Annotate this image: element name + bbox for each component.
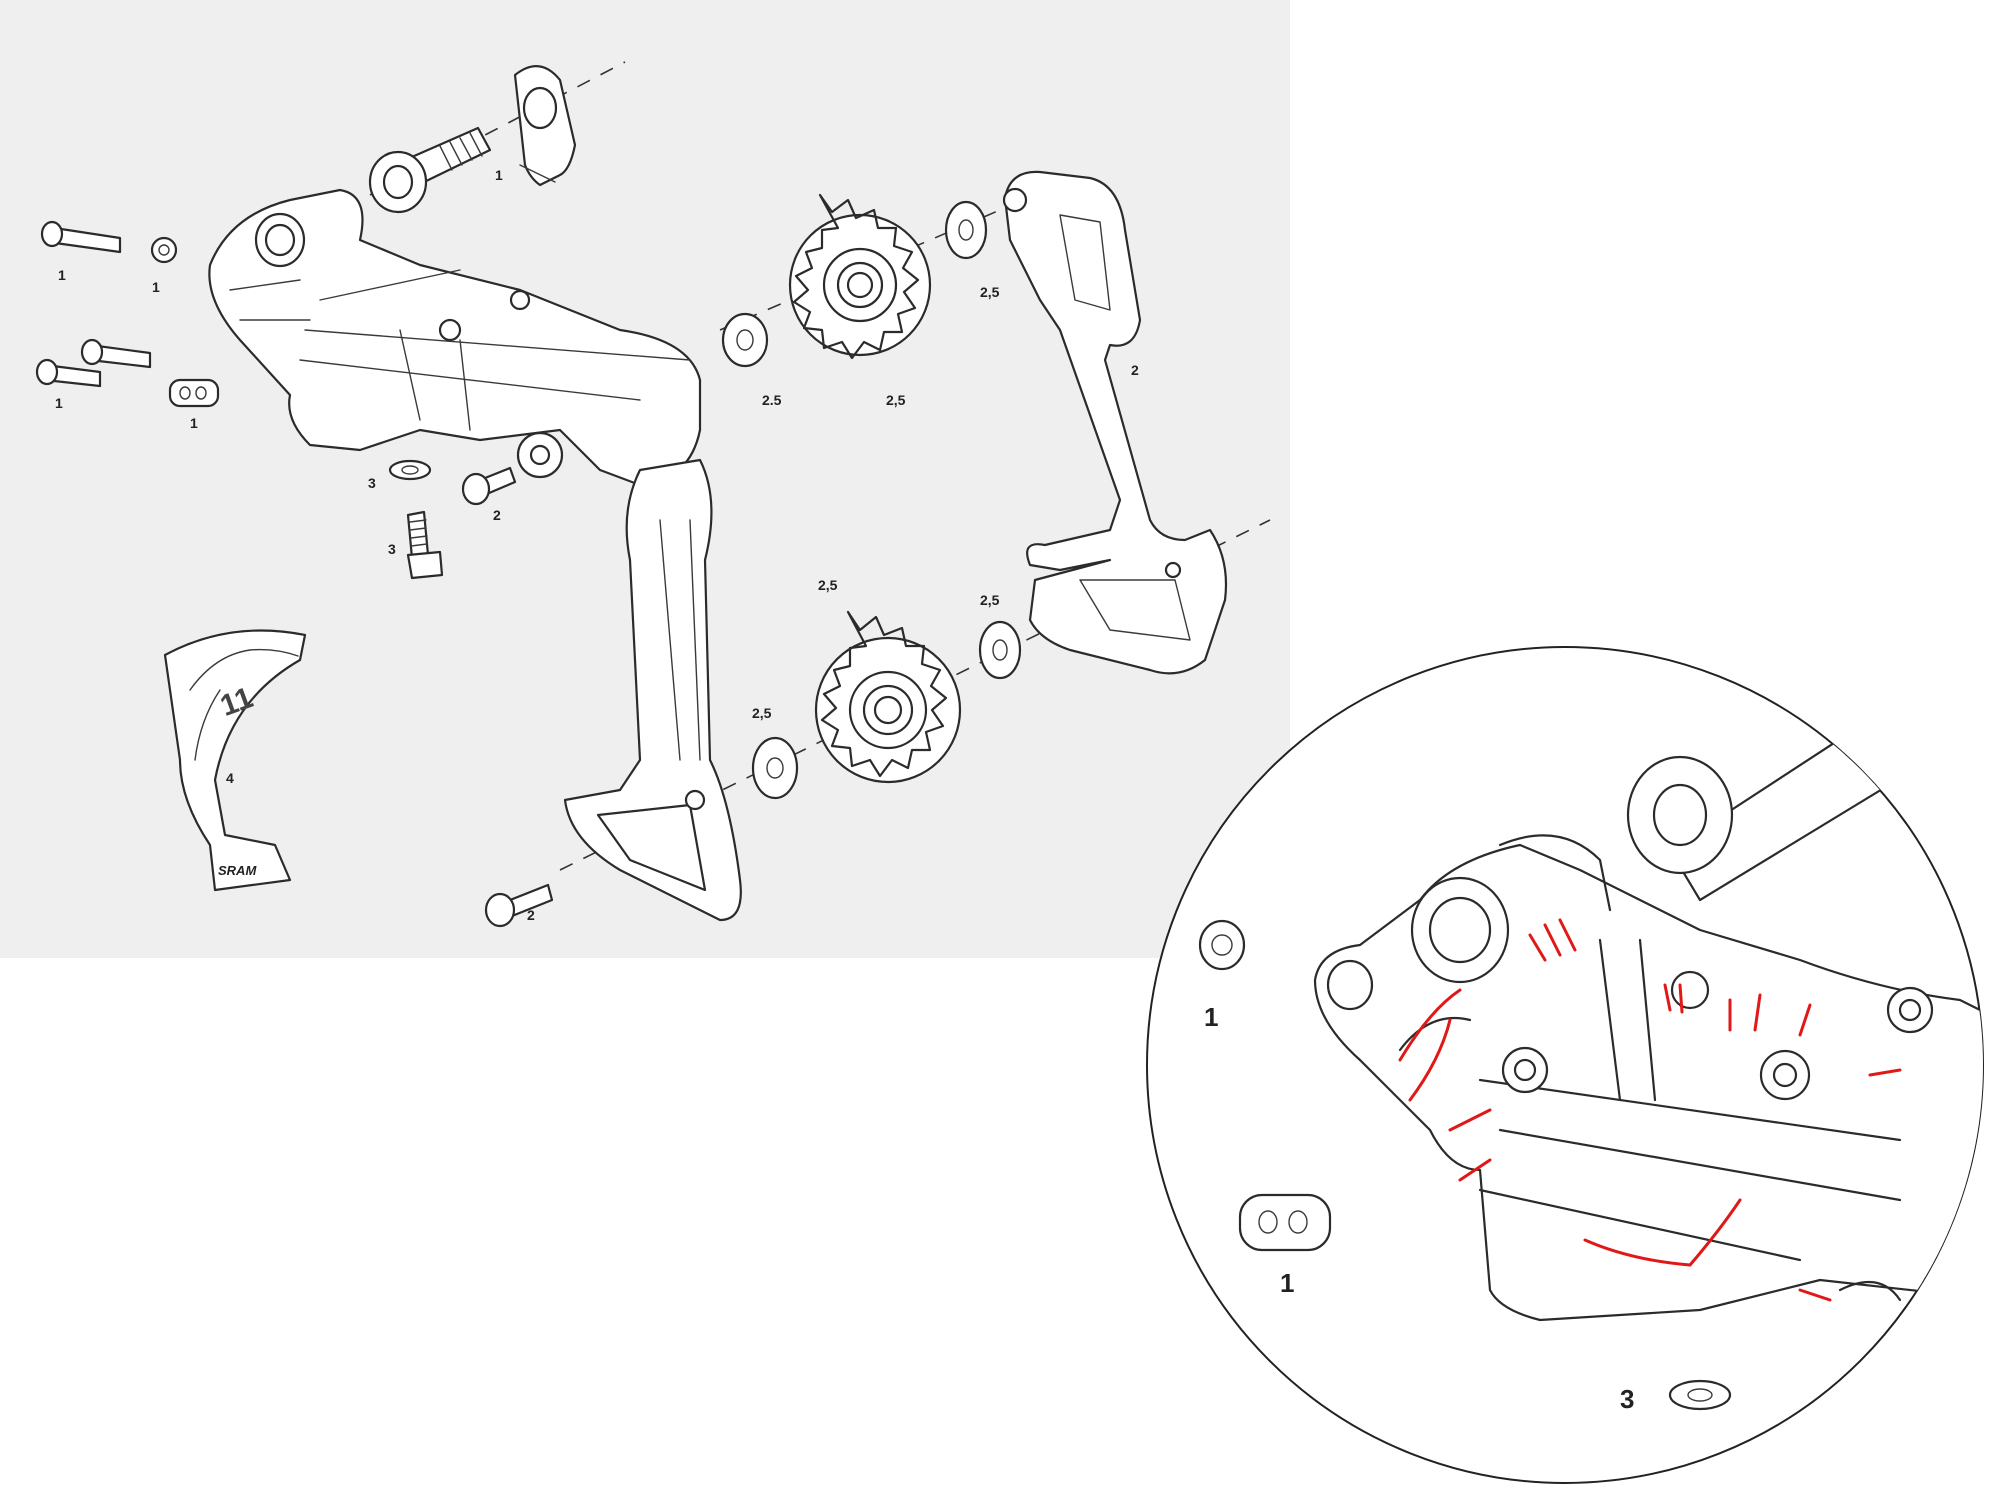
b-bolt [368, 126, 492, 214]
label-washer-small: 3 [368, 475, 376, 491]
label-washer-lower: 2,5 [752, 705, 772, 721]
lower-pulley [814, 610, 962, 784]
callout-nut [1198, 919, 1246, 971]
callout-label-barrel-nut: 1 [1280, 1268, 1294, 1298]
upper-pulley [788, 193, 932, 360]
callout-label-nut: 1 [1204, 1002, 1218, 1032]
label-washer-upper-right: 2,5 [980, 284, 1000, 300]
label-bolt-small: 2 [493, 507, 501, 523]
lower-pulley-washer-right [978, 620, 1022, 680]
limit-bolt [461, 466, 517, 506]
fixing-bolts-left [35, 338, 152, 388]
label-washer-upper: 2.5 [762, 392, 782, 408]
upper-pulley-washer-right [944, 200, 988, 260]
label-barrel-nut: 1 [190, 415, 198, 431]
highlight-marks [1398, 918, 1902, 1302]
derailleur-hanger [513, 65, 577, 187]
upper-pulley-washer [721, 312, 769, 368]
label-pulley-upper: 2,5 [886, 392, 906, 408]
label-screws-left: 1 [55, 395, 63, 411]
label-cage-bolt: 2 [527, 907, 535, 923]
lower-pulley-washer [751, 736, 799, 800]
callout-barrel-nut [1238, 1193, 1332, 1252]
fixing-bolt-top-left [40, 220, 122, 254]
chain-guide: 11 SRAM [163, 629, 307, 892]
label-pulley-lower: 2,5 [818, 577, 838, 593]
label-chain-guide: 4 [226, 770, 234, 786]
callout-washer [1668, 1379, 1732, 1411]
wave-washer [388, 459, 432, 481]
barrel-nut [168, 378, 220, 408]
part-labels: 1 1 1 1 1 3 2 3 4 2.5 2,5 2,5 2 2,5 2,5 … [55, 167, 1139, 923]
small-nut [150, 236, 178, 264]
adjust-screw [406, 510, 444, 580]
inner-cage [1002, 170, 1228, 675]
callout-label-washer: 3 [1620, 1384, 1634, 1414]
cage-bolt [484, 883, 554, 928]
outer-cage [563, 458, 742, 922]
label-inner-cage: 2 [1131, 362, 1139, 378]
label-nut-top: 1 [152, 279, 160, 295]
sram-logo: SRAM [218, 863, 257, 878]
zoom-callout: 1 1 3 [1146, 646, 1984, 1484]
label-washer-lower-right: 2,5 [980, 592, 1000, 608]
label-b-bolt: 1 [495, 167, 503, 183]
derailleur-body [208, 188, 702, 487]
label-screw-set: 3 [388, 541, 396, 557]
label-screw-top-left: 1 [58, 267, 66, 283]
